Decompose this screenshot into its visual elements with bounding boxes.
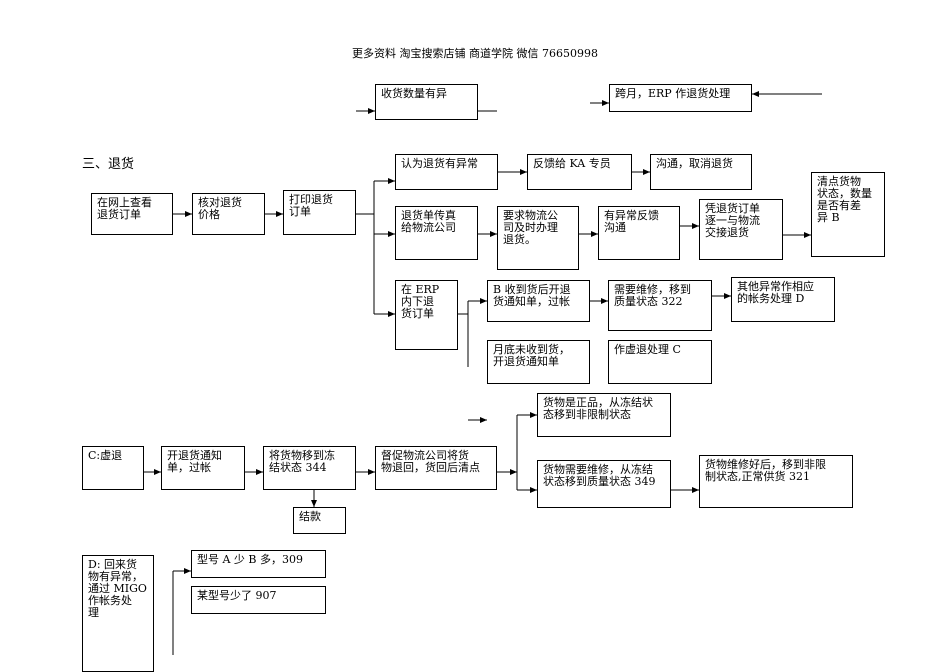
box-erp-order: 在 ERP 内下退 货订单 [395, 280, 458, 350]
box-urge-logistics: 督促物流公司将货 物退回，货回后清点 [375, 446, 497, 490]
box-voucher-handover: 凭退货订单 逐一与物流 交接退货 [699, 199, 783, 260]
box-model-ab: 型号 A 少 B 多，309 [191, 550, 326, 578]
page-header: 更多资料 淘宝搜索店铺 商道学院 微信 76650998 [352, 47, 598, 60]
box-count-goods: 清点货物 状态，数量 是否有差 异 B [811, 172, 885, 257]
box-repair-322: 需要维修，移到 质量状态 322 [608, 280, 712, 331]
box-qty-diff: 收货数量有异 [375, 84, 478, 120]
box-check-online: 在网上查看 退货订单 [91, 193, 173, 235]
box-virtual-c: 作虚退处理 C [608, 340, 712, 384]
box-open-notice: 开退货通知 单，过帐 [161, 446, 245, 490]
box-ask-logistics: 要求物流公 司及时办理 退货。 [497, 206, 579, 270]
box-abnormal-feedback: 有异常反馈 沟通 [598, 206, 680, 260]
box-move-344: 将货物移到冻 结状态 344 [263, 446, 356, 490]
box-repaired-321: 货物维修好后，移到非限 制状态,正常供货 321 [699, 455, 853, 508]
box-c-virtual: C:虚退 [82, 446, 144, 490]
box-d-abnormal: D: 回来货 物有异常， 通过 MIGO 作帐务处 理 [82, 555, 154, 672]
box-fax-logistics: 退货单传真 给物流公司 [395, 206, 478, 260]
box-b-receive: B 收到货后开退 货通知单，过帐 [487, 280, 590, 322]
section-title: 三、退货 [82, 157, 135, 172]
box-other-abnormal-d: 其他异常作相应 的帐务处理 D [731, 277, 835, 322]
box-cancel-return: 沟通，取消退货 [650, 154, 752, 190]
box-print-return: 打印退货 订单 [283, 190, 356, 235]
box-verify-price: 核对退货 价格 [192, 193, 265, 235]
box-feedback-ka: 反馈给 KA 专员 [527, 154, 632, 190]
box-abnormal: 认为退货有异常 [395, 154, 498, 190]
box-model-less: 某型号少了 907 [191, 586, 326, 614]
box-need-repair-349: 货物需要维修，从冻结 状态移到质量状态 349 [537, 460, 671, 508]
box-cross-month: 跨月，ERP 作退货处理 [609, 84, 752, 112]
box-settle: 结款 [293, 507, 346, 534]
box-month-end: 月底未收到货， 开退货通知单 [487, 340, 590, 384]
box-genuine: 货物是正品，从冻结状 态移到非限制状态 [537, 393, 671, 437]
